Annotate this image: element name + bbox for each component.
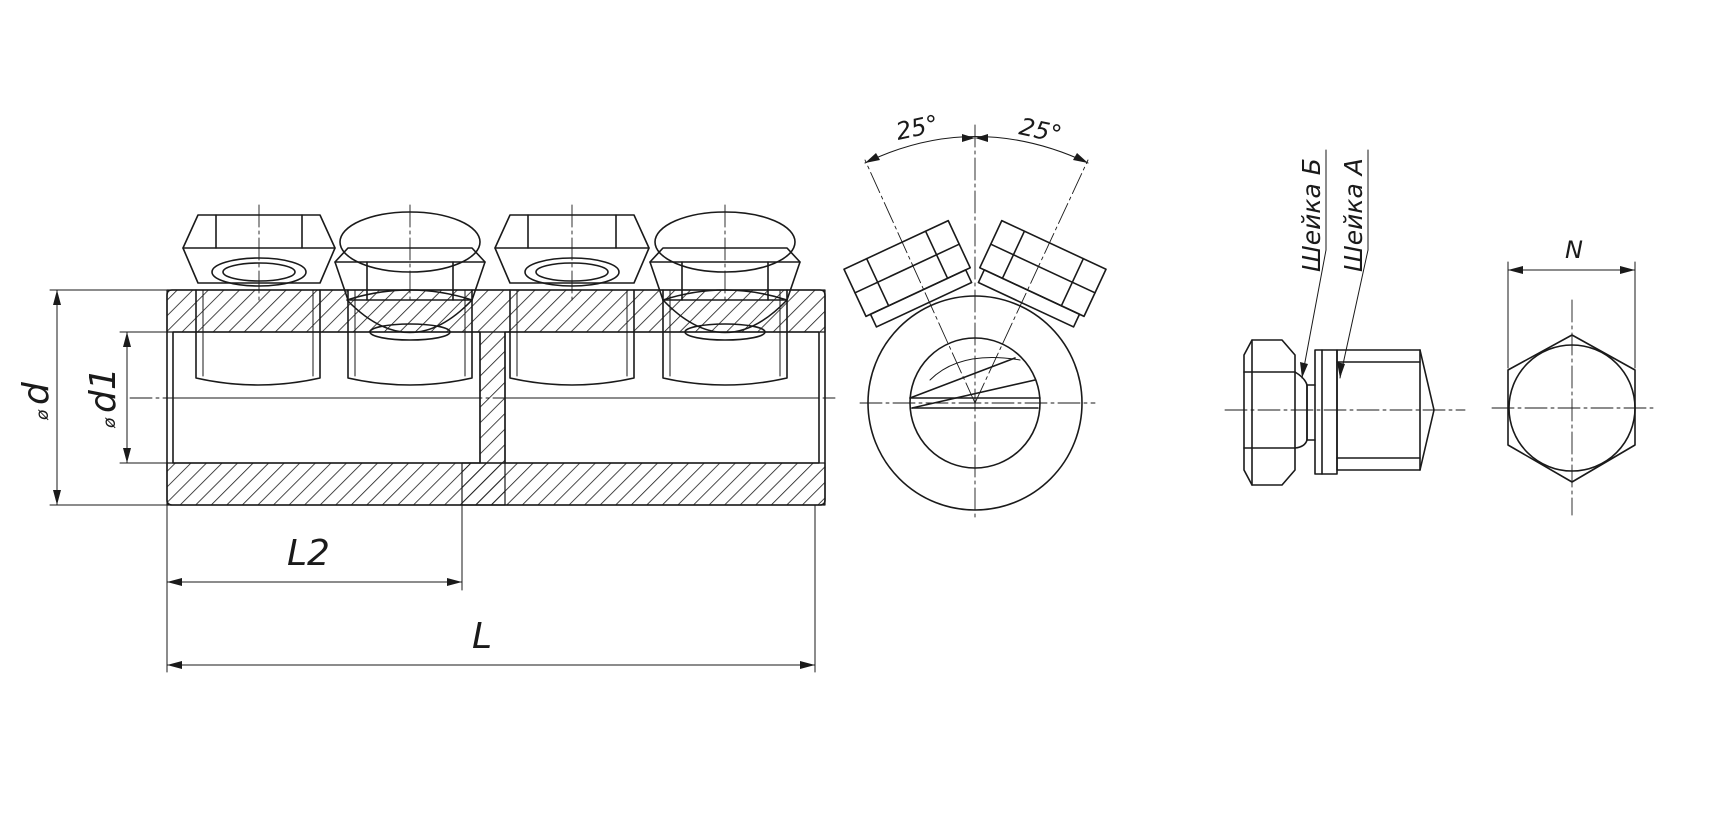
section-hatching bbox=[166, 289, 826, 506]
side-bolt-left bbox=[843, 219, 973, 328]
neck-a-label: Шейка А bbox=[1339, 158, 1368, 272]
diameter-symbol-d1: ø bbox=[100, 417, 120, 429]
bolt-detail-head bbox=[1243, 339, 1296, 486]
side-view: 25° 25° bbox=[843, 110, 1107, 521]
dim-d1: ø d1 bbox=[83, 331, 174, 464]
angle-right-label: 25° bbox=[1017, 112, 1064, 148]
bolt-3 bbox=[494, 204, 650, 301]
dim-d-label: d bbox=[16, 381, 57, 405]
dim-d1-label: d1 bbox=[83, 367, 124, 413]
dim-d: ø d bbox=[16, 289, 168, 506]
dim-L2-label: L2 bbox=[287, 533, 330, 574]
dim-N-label: N bbox=[1565, 236, 1583, 264]
bolt-4 bbox=[649, 204, 801, 341]
dim-L2: L2 bbox=[166, 504, 463, 591]
diameter-symbol: ø bbox=[33, 409, 53, 421]
hex-outline bbox=[1507, 334, 1636, 483]
bolt-detail-view: Шейка Б Шейка А bbox=[1224, 149, 1466, 486]
bolt-1 bbox=[182, 204, 336, 301]
dim-L-label: L bbox=[472, 616, 492, 657]
neck-a-collar bbox=[1314, 349, 1338, 475]
threaded-holes bbox=[195, 289, 788, 386]
side-bolt-right bbox=[977, 219, 1107, 328]
hex-end-view: N bbox=[1491, 236, 1656, 516]
dim-L: L bbox=[166, 504, 816, 673]
neck-b-label: Шейка Б bbox=[1297, 158, 1326, 272]
front-section-view: ø d ø d1 L2 L bbox=[16, 204, 836, 673]
bolt-2 bbox=[334, 204, 486, 341]
